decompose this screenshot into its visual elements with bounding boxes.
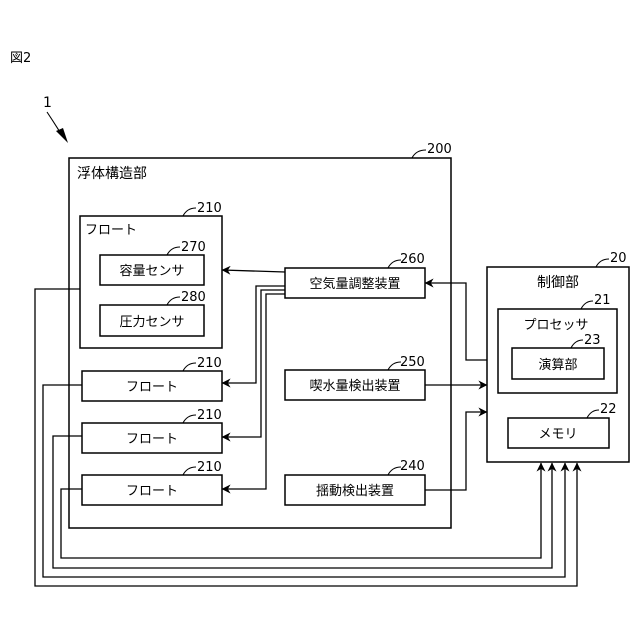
memory-label: メモリ	[538, 427, 577, 442]
capacity-sensor-ref: 270	[181, 240, 206, 255]
sway-detector-ref: 240	[400, 459, 425, 474]
processor-title: プロセッサ	[523, 318, 588, 333]
float-label-2: フロート	[126, 432, 178, 447]
system-ref-number: 1	[43, 95, 52, 111]
control-unit-ref-leader	[596, 259, 609, 267]
air-adjuster-ref: 260	[400, 252, 425, 267]
float-detailed-ref: 210	[197, 201, 222, 216]
pressure-sensor-label: 圧力センサ	[119, 315, 184, 330]
arithmetic-unit-ref: 23	[584, 333, 601, 348]
draft-detector-label: 喫水量検出装置	[309, 379, 400, 394]
float-detailed-title: フロート	[85, 223, 137, 238]
sway-detector-label: 揺動検出装置	[316, 484, 394, 499]
pressure-sensor-ref: 280	[181, 290, 206, 305]
capacity-sensor-label: 容量センサ	[119, 263, 184, 279]
float-ref-1: 210	[197, 356, 222, 371]
floating-structure-title: 浮体構造部	[77, 166, 147, 182]
float-ref-2: 210	[197, 408, 222, 423]
float-label-1: フロート	[126, 380, 178, 395]
arithmetic-unit-label: 演算部	[538, 357, 577, 373]
system-ref-arrowhead	[56, 128, 68, 143]
air-adjuster-label: 空気量調整装置	[309, 276, 400, 292]
floating-structure-ref: 200	[427, 142, 452, 157]
control-unit-ref: 20	[610, 251, 627, 266]
draft-detector-ref: 250	[400, 355, 425, 370]
processor-ref: 21	[594, 293, 611, 308]
float-ref-3: 210	[197, 460, 222, 475]
control-unit-title: 制御部	[537, 275, 579, 291]
memory-ref: 22	[600, 402, 617, 417]
figure-label: 図2	[10, 51, 31, 66]
float-label-3: フロート	[126, 484, 178, 499]
floating-structure-ref-leader	[412, 150, 426, 158]
